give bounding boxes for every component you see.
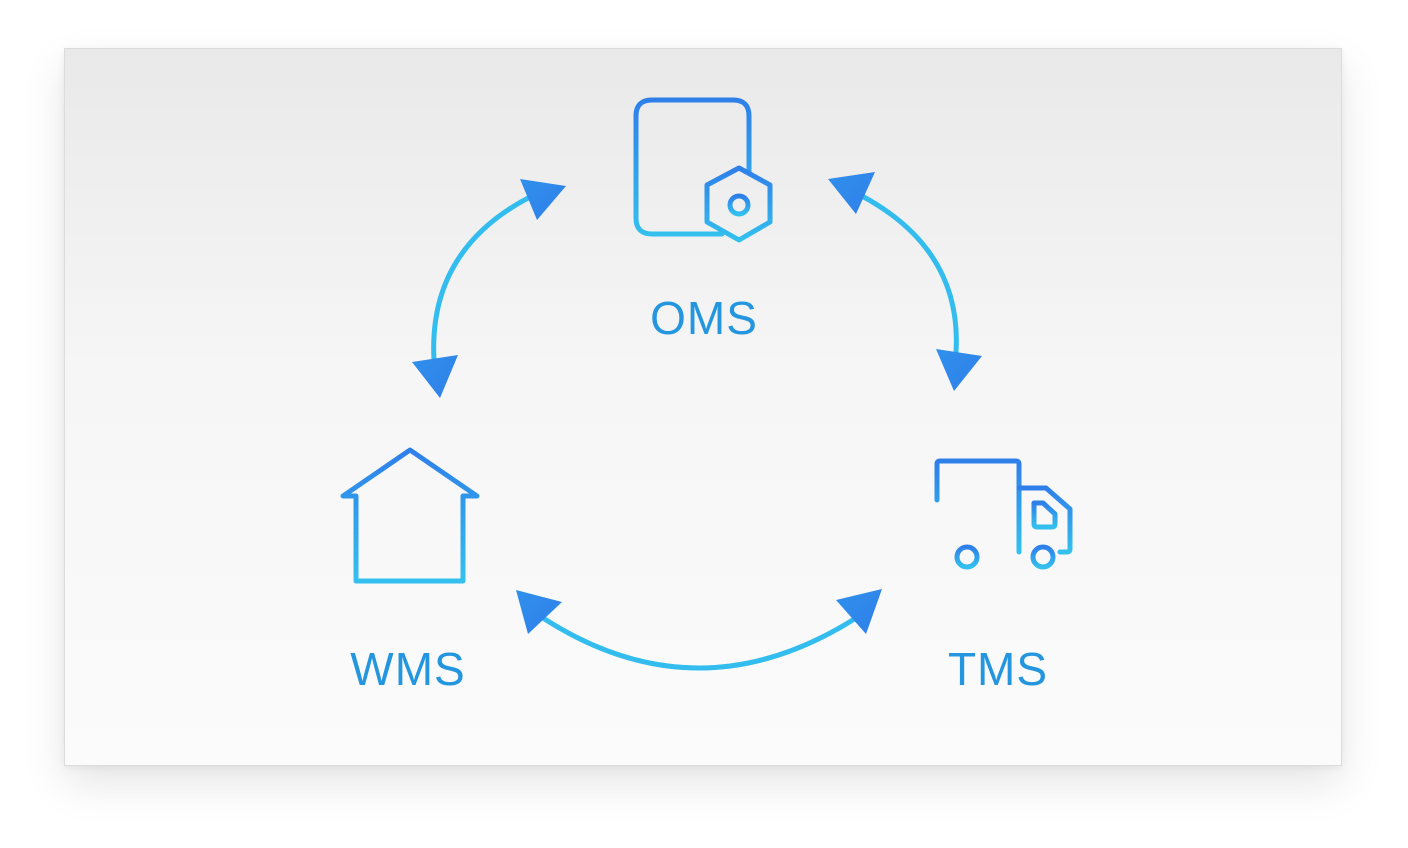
arc-oms-tms	[859, 193, 959, 355]
arrowhead-left-bottom	[516, 590, 562, 634]
oms-label: OMS	[650, 292, 758, 344]
warehouse-icon	[340, 447, 480, 584]
wms-label: WMS	[350, 643, 465, 695]
arc-wms-tms	[540, 615, 859, 671]
arrowhead-up-right	[828, 172, 875, 214]
arrowhead-down-right	[936, 349, 982, 391]
connection-wms-tms	[516, 589, 882, 671]
connection-oms-wms	[412, 179, 566, 398]
arrowhead-up-left	[520, 179, 566, 220]
arc-oms-wms	[431, 194, 533, 363]
delivery-truck-icon	[918, 458, 1073, 570]
tms-label: TMS	[948, 643, 1048, 695]
connection-oms-tms	[828, 172, 982, 391]
arrowhead-right-bottom	[836, 589, 882, 634]
arrowhead-down-left	[412, 355, 458, 398]
order-document-gear-icon	[633, 87, 773, 243]
diagram-card	[64, 48, 1342, 766]
